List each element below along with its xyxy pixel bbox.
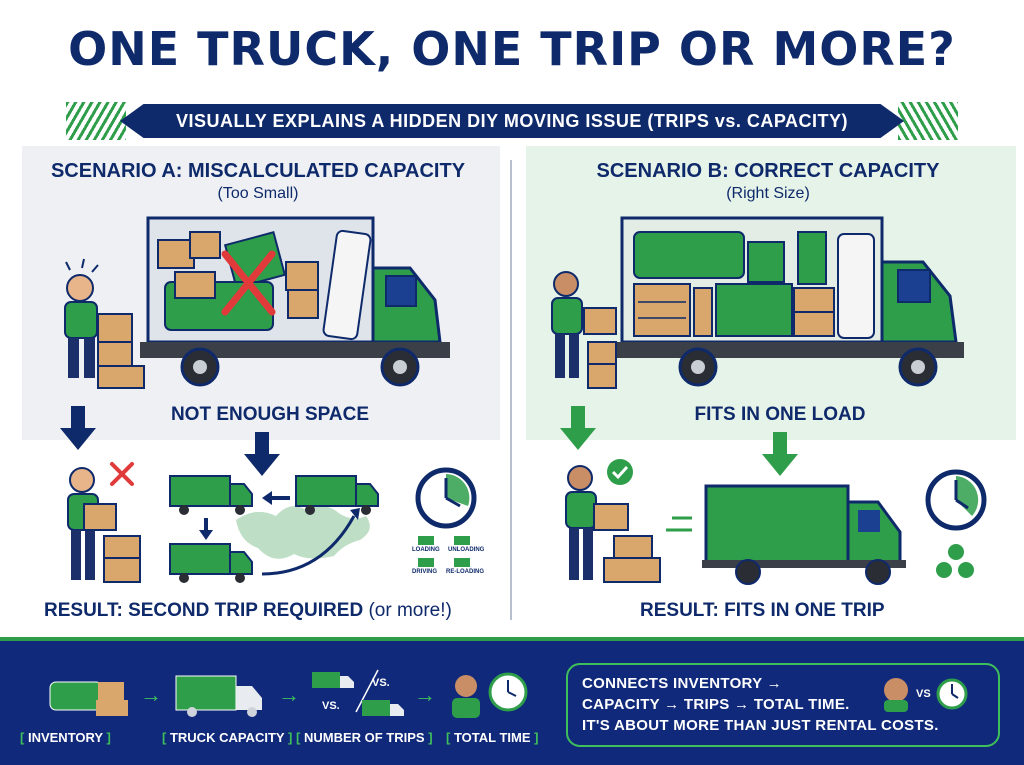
scenario-a-status: NOT ENOUGH SPACE xyxy=(170,404,370,425)
flow-arrow: → xyxy=(140,682,162,707)
down-arrow-icon xyxy=(244,432,280,476)
vs-label: VS. xyxy=(372,677,390,689)
down-arrow-icon xyxy=(762,432,798,476)
scenario-b-subheading: (Right Size) xyxy=(726,185,810,202)
multiple-trips-illustration xyxy=(67,462,477,583)
footer-accent-line xyxy=(0,637,1024,641)
scenario-b-heading: SCENARIO B: CORRECT CAPACITY xyxy=(596,160,940,182)
flow-label-number-of-trips: [ NUMBER OF TRIPS ] xyxy=(296,730,433,745)
vs-label: VS. xyxy=(322,700,340,712)
single-trip-illustration xyxy=(565,459,987,585)
vs-label-small: VS xyxy=(916,688,931,700)
clock-label-unloading: UNLOADING xyxy=(448,547,485,553)
flow-label-inventory: [ INVENTORY ] xyxy=(20,730,111,745)
subtitle-text: VISUALLY EXPLAINS A HIDDEN DIY MOVING IS… xyxy=(175,110,849,131)
scenario-b-result: RESULT: FITS IN ONE TRIP xyxy=(640,600,885,621)
scenario-a-subheading: (Too Small) xyxy=(217,185,299,202)
decorative-stripes-left xyxy=(66,102,126,140)
subtitle-banner: VISUALLY EXPLAINS A HIDDEN DIY MOVING IS… xyxy=(120,104,904,138)
overloaded-truck-illustration xyxy=(64,216,450,389)
person-vs-clock-icon xyxy=(884,678,968,712)
scenario-a-result: RESULT: SECOND TRIP REQUIRED (or more!) xyxy=(44,600,452,621)
clock-label-reloading: RE-LOADING xyxy=(446,569,484,575)
summary-callout xyxy=(566,663,1000,747)
truck-icon xyxy=(175,675,262,717)
right-size-truck-illustration xyxy=(551,216,964,389)
clock-label-driving: DRIVING xyxy=(412,569,438,575)
scenario-b-status: FITS IN ONE LOAD xyxy=(694,404,866,425)
decorative-stripes-right xyxy=(898,102,958,140)
flow-label-total-time: [ TOTAL TIME ] xyxy=(446,730,539,745)
flow-label-truck-capacity: [ TRUCK CAPACITY ] xyxy=(162,730,293,745)
flow-arrow: → xyxy=(414,682,436,707)
person-clock-icon xyxy=(452,672,528,718)
summary-callout-text: CONNECTS INVENTORY → CAPACITY → TRIPS → … xyxy=(582,675,939,734)
small-truck-icon xyxy=(169,475,253,515)
scenario-a-heading: SCENARIO A: MISCALCULATED CAPACITY xyxy=(50,160,466,182)
page-title: ONE TRUCK, ONE TRIP OR MORE? xyxy=(68,22,956,76)
trucks-vs-icon xyxy=(312,669,404,716)
flow-arrow: → xyxy=(278,682,300,707)
scenario-divider xyxy=(510,160,512,620)
sofa-boxes-icon xyxy=(49,681,128,716)
down-arrow-icon xyxy=(60,406,96,450)
down-arrow-icon xyxy=(560,406,596,450)
clock-label-loading: LOADING xyxy=(412,547,440,553)
